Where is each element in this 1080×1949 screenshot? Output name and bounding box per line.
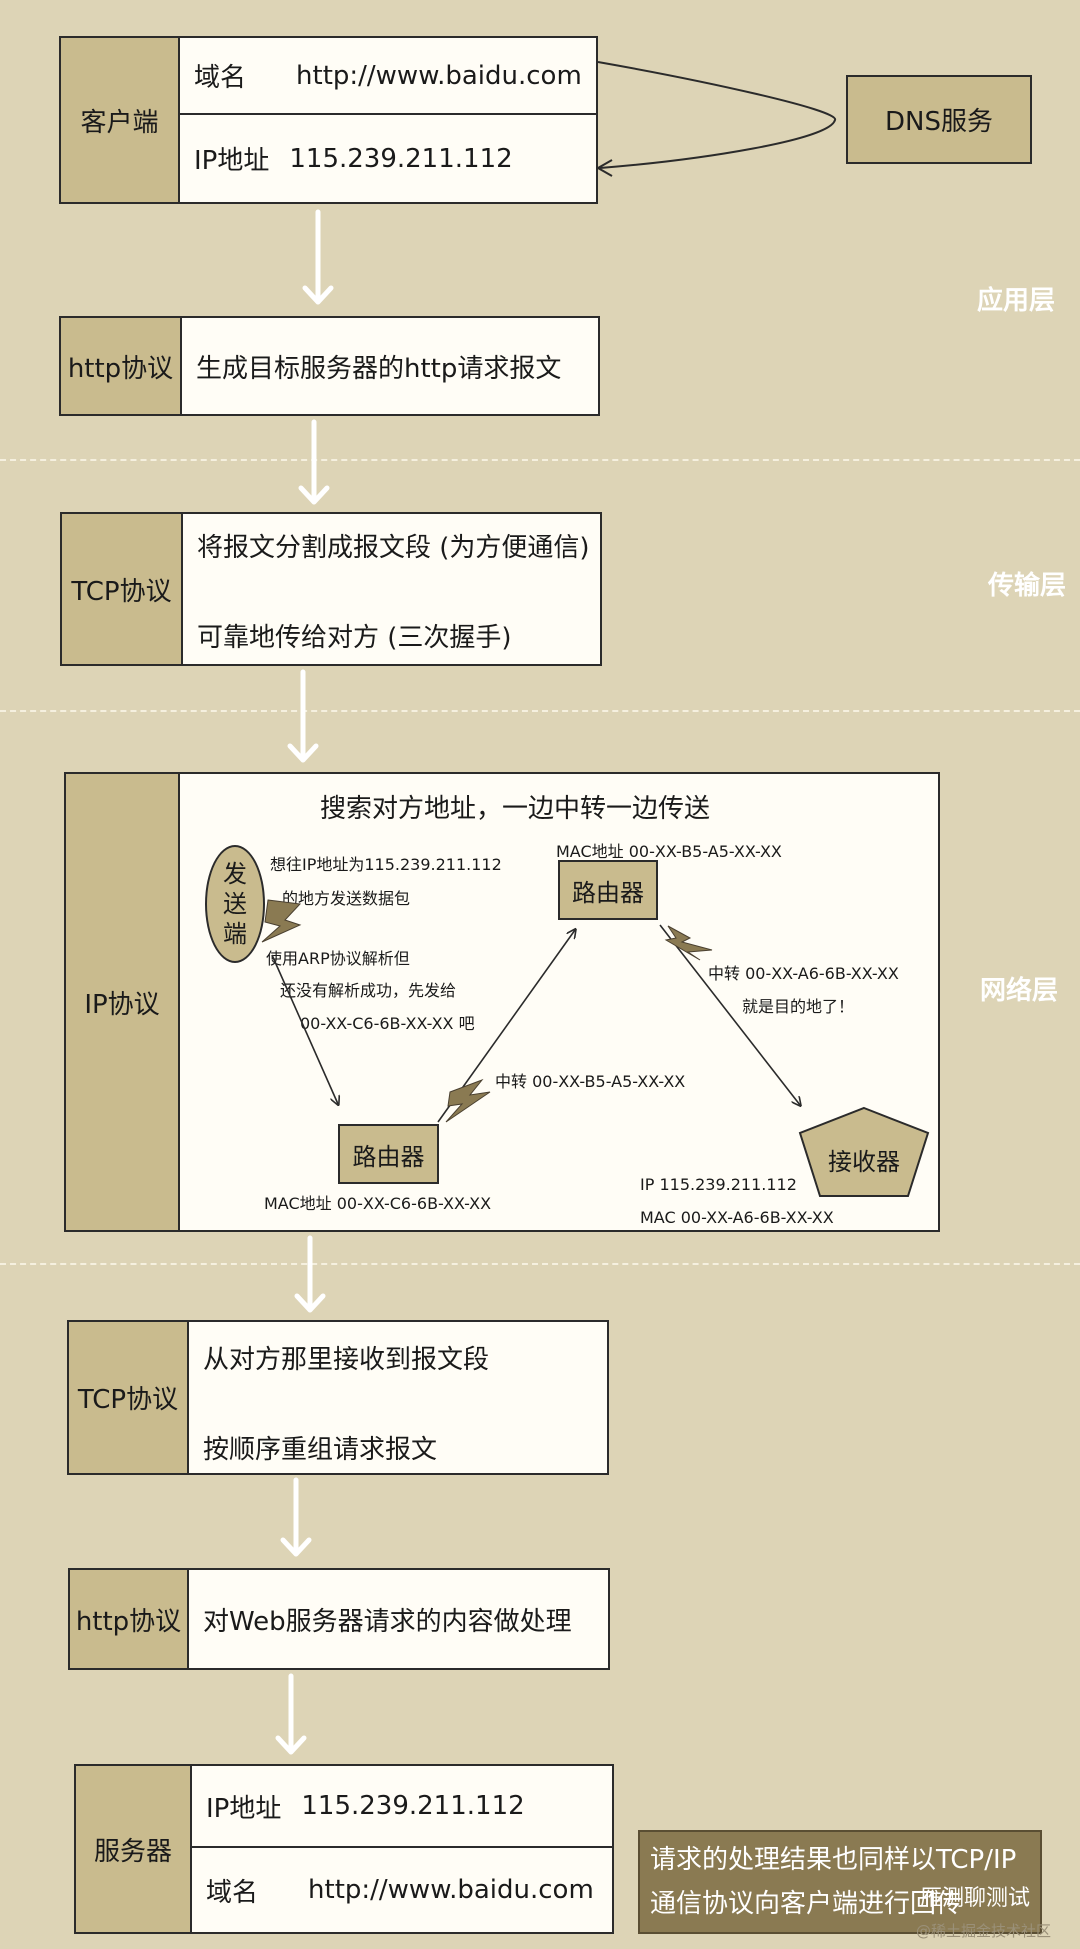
- response-note: 请求的处理结果也同样以TCP/IP 通信协议向客户端进行回传: [638, 1830, 1042, 1934]
- lightning-icon: [261, 899, 302, 943]
- layer-label-network: 网络层: [980, 976, 1059, 1006]
- server-label: 服务器: [76, 1766, 192, 1932]
- sender-char-2: 送: [223, 890, 247, 918]
- dns-reply-arrowhead: [595, 159, 613, 177]
- http-recv-box: http协议 对Web服务器请求的内容做处理: [68, 1568, 610, 1670]
- layer-label-transport: 传输层: [988, 571, 1067, 601]
- server-ip-value: 115.239.211.112: [301, 1791, 525, 1821]
- server-box: 服务器 IP地址 115.239.211.112 域名 http://www.b…: [74, 1764, 614, 1934]
- watermark-account: 雁测聊测试: [920, 1886, 1031, 1911]
- server-domain-row: 域名 http://www.baidu.com: [192, 1848, 612, 1932]
- flow-arrow-6: [275, 1673, 307, 1755]
- layer-divider-app-transport: [0, 459, 1080, 461]
- sender-note-1: 想往IP地址为115.239.211.112: [270, 855, 502, 874]
- sender-char-1: 发: [223, 860, 247, 888]
- tcp-recv-label: TCP协议: [69, 1322, 189, 1473]
- http-recv-text: 对Web服务器请求的内容做处理: [203, 1606, 572, 1637]
- sender-node: 发 送 端: [205, 845, 265, 963]
- path-router2-to-receiver: [659, 924, 800, 1105]
- tcp-send-line1: 将报文分割成报文段 (为方便通信): [197, 532, 590, 563]
- router-2-mac: MAC地址 00-XX-B5-A5-XX-XX: [556, 842, 782, 861]
- tcp-send-line2: 可靠地传给对方 (三次握手): [197, 622, 512, 653]
- http-recv-label: http协议: [70, 1570, 189, 1668]
- client-domain-row: 域名 http://www.baidu.com: [180, 38, 596, 113]
- layer-divider-network-transport: [0, 1263, 1080, 1265]
- server-domain-label: 域名: [206, 1877, 259, 1908]
- layer-divider-transport-network: [0, 710, 1080, 712]
- flow-arrow-2: [298, 419, 330, 505]
- ip-label: IP协议: [66, 774, 180, 1230]
- server-domain-value: http://www.baidu.com: [308, 1875, 594, 1905]
- arp-note-3: 00-XX-C6-6B-XX-XX 吧: [300, 1014, 475, 1033]
- tcp-recv-line1: 从对方那里接收到报文段: [203, 1344, 490, 1375]
- watermark-community: @稀土掘金技术社区: [916, 1922, 1052, 1940]
- receiver-label: 接收器: [828, 1148, 900, 1176]
- relay-1-note: 中转 00-XX-B5-A5-XX-XX: [495, 1072, 686, 1091]
- flow-arrow-4: [294, 1235, 326, 1313]
- flow-arrow-5: [280, 1477, 312, 1557]
- server-ip-row: IP地址 115.239.211.112: [192, 1766, 612, 1846]
- lightning-icon: [664, 925, 713, 961]
- layer-label-application: 应用层: [977, 286, 1056, 316]
- arp-note-1: 使用ARP协议解析但: [266, 949, 410, 968]
- router-1: 路由器: [338, 1124, 439, 1184]
- tcp-send-box: TCP协议 将报文分割成报文段 (为方便通信) 可靠地传给对方 (三次握手): [60, 512, 602, 666]
- ip-title: 搜索对方地址，一边中转一边传送: [320, 794, 711, 824]
- dns-request-curve: [597, 61, 837, 169]
- router-1-mac: MAC地址 00-XX-C6-6B-XX-XX: [264, 1194, 492, 1213]
- client-domain-label: 域名: [194, 63, 247, 93]
- http-send-box: http协议 生成目标服务器的http请求报文: [59, 316, 600, 416]
- response-note-line1: 请求的处理结果也同样以TCP/IP: [650, 1845, 1017, 1875]
- relay-2-note-1: 中转 00-XX-A6-6B-XX-XX: [708, 964, 899, 983]
- client-ip-value: 115.239.211.112: [289, 143, 513, 174]
- tcp-recv-box: TCP协议 从对方那里接收到报文段 按顺序重组请求报文: [67, 1320, 609, 1475]
- ip-box: IP协议: [64, 772, 940, 1232]
- client-content: 域名 http://www.baidu.com IP地址 115.239.211…: [180, 38, 596, 202]
- relay-2-note-2: 就是目的地了！: [742, 997, 855, 1016]
- receiver-mac: MAC 00-XX-A6-6B-XX-XX: [640, 1208, 834, 1227]
- arp-note-2: 还没有解析成功，先发给: [280, 981, 457, 1000]
- client-ip-label: IP地址: [194, 146, 270, 176]
- flow-arrow-1: [302, 209, 334, 305]
- receiver-pentagon: [798, 1106, 930, 1197]
- receiver-ip: IP 115.239.211.112: [640, 1175, 797, 1194]
- client-domain-value: http://www.baidu.com: [296, 60, 582, 91]
- sender-char-3: 端: [223, 920, 247, 948]
- tcp-send-label: TCP协议: [62, 514, 183, 664]
- flow-arrow-3: [287, 669, 319, 763]
- tcp-recv-line2: 按顺序重组请求报文: [203, 1434, 438, 1465]
- client-box: 客户端 域名 http://www.baidu.com IP地址 115.239…: [59, 36, 598, 204]
- client-label: 客户端: [61, 38, 180, 202]
- response-note-line2: 通信协议向客户端进行回传: [650, 1889, 963, 1919]
- sender-note-2: 的地方发送数据包: [282, 889, 411, 908]
- lightning-icon: [445, 1078, 491, 1123]
- router-2: 路由器: [558, 860, 658, 920]
- path-sender-to-router1: [271, 954, 338, 1104]
- client-ip-row: IP地址 115.239.211.112: [180, 115, 596, 202]
- http-send-text: 生成目标服务器的http请求报文: [196, 353, 562, 384]
- server-ip-label: IP地址: [206, 1793, 282, 1824]
- dns-service-box: DNS服务: [846, 75, 1032, 164]
- http-send-label: http协议: [61, 318, 182, 414]
